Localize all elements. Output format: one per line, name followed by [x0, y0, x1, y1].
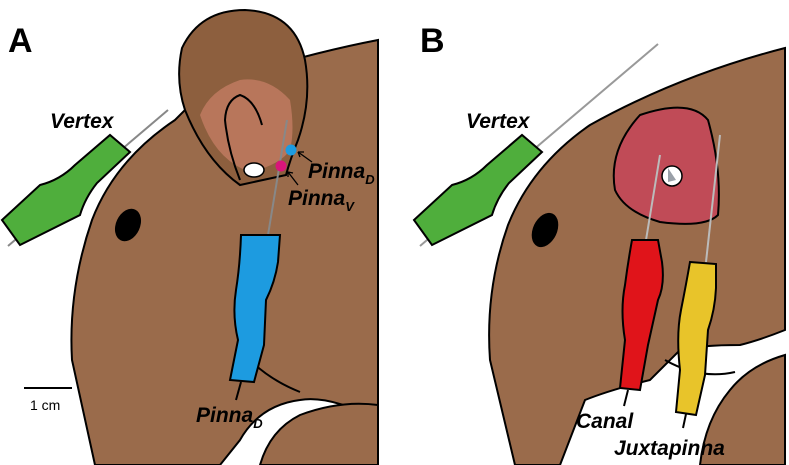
body-fold-a [258, 402, 379, 465]
ear-canal-opening-a [243, 162, 265, 178]
juxtapinna-electrode [674, 260, 717, 417]
juxtapinna-electrode-wire [682, 413, 687, 429]
vertex-electrode-a [0, 133, 132, 247]
vertex-electrode-b [412, 133, 544, 247]
pinna-d-label: PinnaD [308, 160, 375, 187]
canal-electrode-wire [623, 389, 629, 407]
arrowhead-ventral [287, 171, 294, 177]
juxtapinna-label: Juxtapinna [614, 437, 725, 460]
pinna-electrode [228, 234, 282, 384]
vertex-label-b: Vertex [466, 110, 531, 133]
pinna-electrode-wire [235, 381, 242, 401]
scale-bar-label: 1 cm [30, 397, 60, 413]
body-fold-b [698, 353, 786, 465]
arrow-ventral [287, 171, 299, 186]
vertex-label-a: Vertex [50, 110, 115, 133]
juxtapinna-needle [705, 134, 721, 263]
pinna-fold [223, 93, 263, 181]
panel-b: B Vertex Canal Juxtapinna [412, 22, 786, 465]
pinna-needle [267, 119, 288, 236]
pinna-bottom-label: PinnaD [196, 404, 263, 431]
removed-pinna-area [612, 106, 720, 225]
panel-a: A Vertex PinnaD PinnaV PinnaD 1 cm [0, 8, 379, 465]
canal-detail [668, 168, 676, 182]
arrow-dorsal [297, 151, 313, 163]
pinna-v-label: PinnaV [288, 187, 355, 214]
eye-a [114, 208, 142, 242]
canal-needle [645, 154, 661, 241]
eye-b [531, 212, 559, 248]
pinna-inner [200, 79, 293, 172]
arrowhead-dorsal [297, 151, 304, 158]
canal-label: Canal [576, 410, 634, 433]
canal-electrode [618, 239, 664, 392]
pinna-ventral-marker [275, 160, 287, 172]
panel-letter-b: B [420, 22, 445, 60]
pinna-dorsal-marker [285, 144, 297, 156]
panel-letter-a: A [8, 22, 33, 60]
